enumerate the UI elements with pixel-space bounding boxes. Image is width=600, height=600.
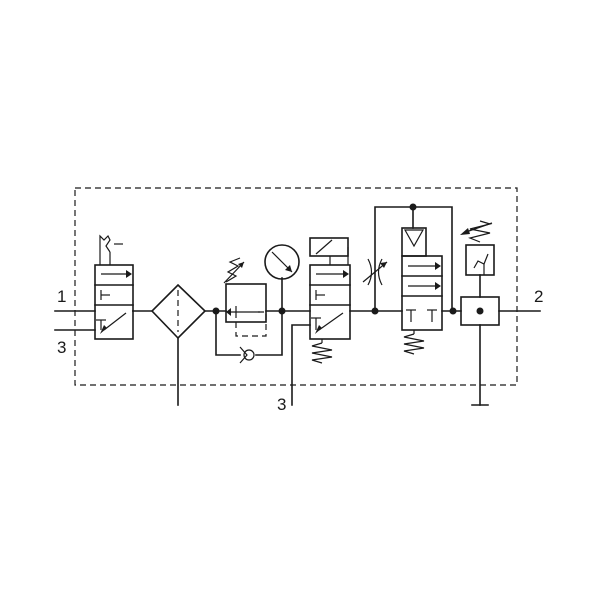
return-spring-icon bbox=[403, 330, 425, 355]
adjustable-spring-icon bbox=[460, 220, 493, 243]
junction-dot bbox=[449, 307, 457, 315]
filter-symbol bbox=[150, 283, 207, 406]
manual-shutoff-valve bbox=[94, 234, 134, 340]
branch-module bbox=[460, 296, 500, 406]
pressure-regulator bbox=[215, 257, 283, 364]
adjustable-spring-icon bbox=[223, 257, 245, 284]
solenoid-valve bbox=[291, 237, 351, 406]
port-label-inlet: 1 bbox=[57, 287, 67, 306]
port-label-exhaust-bottom: 3 bbox=[277, 395, 287, 414]
port-label-exhaust-left: 3 bbox=[57, 338, 67, 357]
adjustable-throttle-icon bbox=[362, 258, 388, 286]
port-label-outlet: 2 bbox=[534, 287, 544, 306]
unit-enclosure-boundary bbox=[74, 187, 518, 386]
return-spring-icon bbox=[311, 339, 333, 364]
junction-dot bbox=[476, 307, 484, 315]
hand-lever-actuator-icon bbox=[99, 234, 123, 265]
soft-start-valve bbox=[401, 206, 443, 355]
check-valve-icon bbox=[239, 346, 255, 364]
pressure-switch bbox=[460, 220, 495, 298]
pressure-gauge-icon bbox=[264, 244, 300, 312]
solenoid-actuator-icon bbox=[309, 237, 349, 265]
